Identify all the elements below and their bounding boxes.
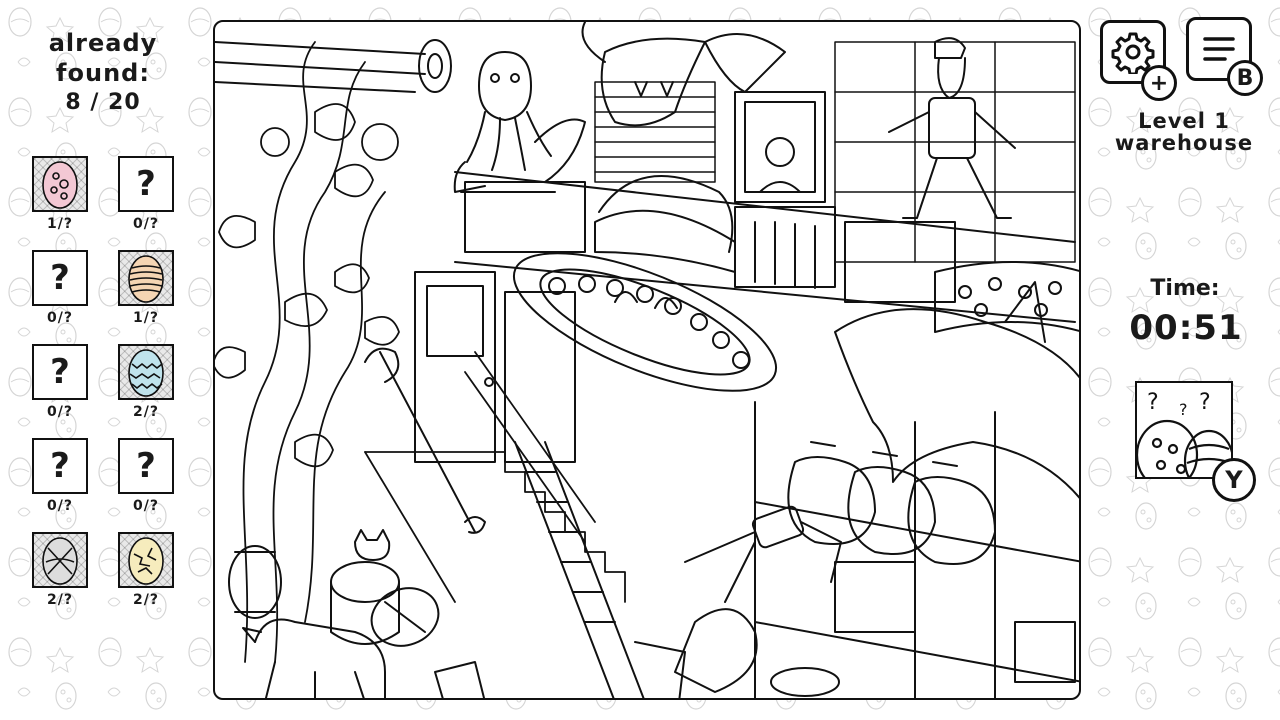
egg-slot-cell: 1/? [30,156,90,250]
egg-count-label: 0/? [47,404,73,420]
found-title-line1: already [48,29,158,57]
egg-count-label: 0/? [133,498,159,514]
settings-button[interactable] [1100,20,1166,84]
found-egg-slot[interactable] [32,532,88,588]
shark [834,281,1079,499]
balcony-railing [454,171,1076,323]
eggs-hint-icon: ? ? ? [1137,390,1231,477]
timer-label: Time: [1150,276,1220,301]
unknown-egg-slot[interactable]: ? [32,250,88,306]
ufo [512,175,778,392]
svg-text:?: ? [1199,390,1211,415]
floor-clutter [434,608,840,698]
svg-text:?: ? [1179,400,1188,419]
doors [414,271,576,463]
vines [215,41,400,663]
egg-slot-cell: ? 0/? [30,438,90,532]
unknown-egg-slot[interactable]: ? [118,156,174,212]
worker-figure [888,37,1016,219]
unknown-egg-slot[interactable]: ? [118,438,174,494]
egg-slot-cell: ? 0/? [116,156,176,250]
hidden-object-scene[interactable] [213,20,1081,700]
egg-slot-cell: 2/? [116,344,176,438]
found-title-line2: found: [56,59,150,87]
egg-count-label: 2/? [133,592,159,608]
level-name: warehouse [1114,131,1254,155]
level-number: Level 1 [1138,109,1230,133]
egg-count-label: 0/? [47,498,73,514]
robot-toy [684,505,842,603]
tentacle-statue [453,51,586,193]
found-egg-slot[interactable] [118,344,174,400]
egg-count-label: 1/? [133,310,159,326]
hint-button[interactable]: ? ? ? [1135,381,1233,479]
egg-count-label: 0/? [47,310,73,326]
question-mark-icon: ? [50,446,70,486]
egg-icon [42,161,78,209]
spotted-tube [934,261,1079,333]
barrels [228,545,440,647]
dog [242,618,386,698]
question-mark-icon: ? [50,352,70,392]
found-egg-slot[interactable] [32,156,88,212]
question-mark-icon: ? [136,164,156,204]
menu-button-badge: B [1227,60,1263,96]
bat [581,22,786,127]
egg-count-label: 2/? [47,592,73,608]
settings-button-badge: + [1141,65,1177,101]
found-egg-slot[interactable] [118,532,174,588]
found-count: 8 / 20 [65,90,141,115]
egg-slot-cell: ? 0/? [30,250,90,344]
list-icon [1203,37,1235,61]
found-counter: already found: 8 / 20 [28,28,178,118]
egg-icon [128,349,164,397]
timer-value: 00:51 [1129,308,1243,348]
egg-icon [42,537,78,585]
hint-question-marks: ? [1147,390,1159,415]
egg-icon [128,255,164,303]
cat [354,529,391,561]
question-mark-icon: ? [136,446,156,486]
egg-icon [128,537,164,585]
rolling-shutter [594,81,716,183]
level-indicator: Level 1 warehouse [1096,110,1272,154]
egg-slot-cell: ? 0/? [30,344,90,438]
egg-slot-cell: 1/? [116,250,176,344]
window-person [734,91,826,203]
egg-slot-cell: 2/? [30,532,90,626]
egg-count-label: 0/? [133,216,159,232]
warehouse-scene-drawing[interactable] [215,22,1081,700]
found-egg-slot[interactable] [118,250,174,306]
top-pipe [215,39,452,93]
unknown-egg-slot[interactable]: ? [32,344,88,400]
hint-button-badge: Y [1212,458,1256,502]
grabber-tool [364,347,486,534]
unknown-egg-slot[interactable]: ? [32,438,88,494]
egg-collection-grid: 1/?? 0/?? 0/? 1/?? 0/? 2/?? 0/?? 0/? 2/? 2/? [30,156,182,626]
egg-count-label: 2/? [133,404,159,420]
shelves [754,401,1079,698]
question-mark-icon: ? [50,258,70,298]
gear-icon [1111,32,1155,74]
egg-slot-cell: ? 0/? [116,438,176,532]
staircase [364,351,626,603]
back-wall [834,41,1076,263]
ladder [514,441,645,698]
egg-count-label: 1/? [47,216,73,232]
egg-slot-cell: 2/? [116,532,176,626]
